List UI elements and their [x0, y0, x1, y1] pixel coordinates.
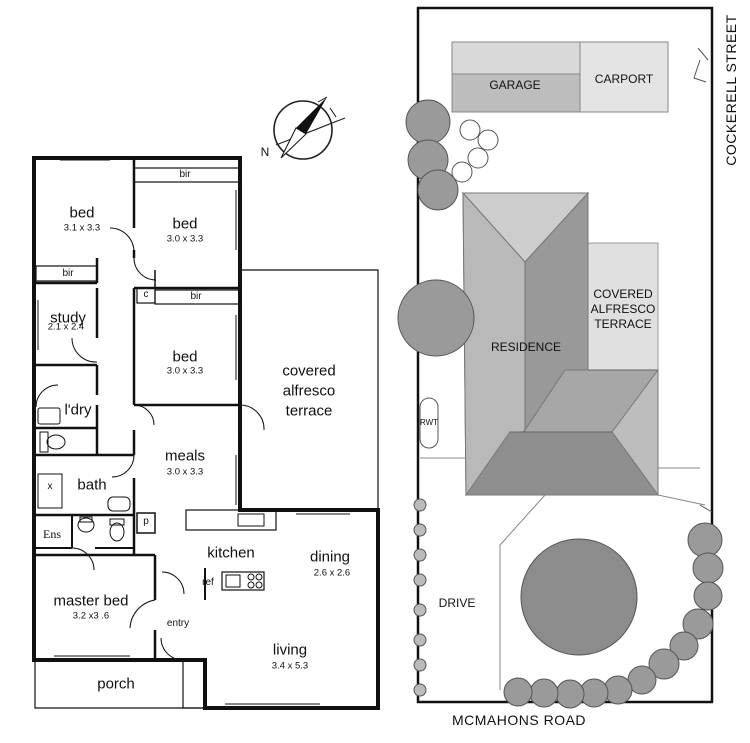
house-floor-plan [32, 156, 380, 710]
alfresco-label-line1: covered [282, 362, 336, 380]
room-name-master: master bed [53, 592, 129, 610]
porch-label: porch [97, 675, 135, 693]
room-name-bed2: bed [172, 215, 198, 233]
compass-north-letter: N [260, 145, 270, 159]
site-terrace-line3: TERRACE [594, 317, 652, 332]
room-dim-bed2: 3.0 x 3.3 [166, 233, 204, 245]
room-dim-dining: 2.6 x 2.6 [313, 567, 351, 579]
entry-label: entry [166, 618, 190, 629]
ensuite-label: Ens [43, 527, 61, 541]
site-rwt-label: RWT [419, 418, 439, 427]
room-dim-living: 3.4 x 5.3 [271, 660, 309, 672]
bath-label: bath [77, 476, 107, 494]
site-drive-label: DRIVE [438, 596, 476, 611]
robe-label-bed3: bir [190, 291, 202, 302]
robe-label-bed1: bir [62, 268, 74, 279]
room-name-bed3: bed [172, 348, 198, 366]
room-dim-bed3: 3.0 x 3.3 [166, 365, 204, 377]
site-terrace-line2: ALFRESCO [590, 302, 656, 317]
room-name-living: living [272, 641, 308, 659]
room-name-dining: dining [309, 548, 351, 566]
room-name-study: study [50, 309, 86, 327]
laundry-label: l'dry [64, 401, 92, 419]
room-dim-meals: 3.0 x 3.3 [166, 466, 204, 478]
site-carport-label: CARPORT [594, 72, 654, 87]
street-name-cockerell: COCKERELL STREET [723, 14, 739, 166]
kitchen-label: kitchen [207, 544, 255, 562]
robe-label-bed2: bir [179, 169, 191, 180]
road-name-mcmahons: MCMAHONS ROAD [451, 712, 587, 728]
room-dim-master: 3.2 x3 .6 [72, 610, 110, 622]
room-name-meals: meals [164, 447, 206, 465]
site-residence-label: RESIDENCE [490, 340, 562, 355]
cupboard-label: c [143, 289, 149, 300]
alfresco-label-line2: alfresco [282, 382, 336, 400]
alfresco-label-line3: terrace [285, 402, 333, 420]
pantry-label: p [143, 516, 149, 527]
room-dim-study: 2.1 x 2.4 [47, 321, 85, 333]
site-garage-label: GARAGE [489, 78, 541, 93]
room-name-bed1: bed [69, 204, 95, 222]
north-arrow-icon [273, 96, 346, 160]
site-plan [397, 6, 724, 709]
room-dim-bed1: 3.1 x 3.3 [63, 222, 101, 234]
bath-x-label: x [47, 481, 53, 492]
fridge-label: ref [202, 577, 214, 588]
site-terrace-line1: COVERED [593, 287, 653, 302]
